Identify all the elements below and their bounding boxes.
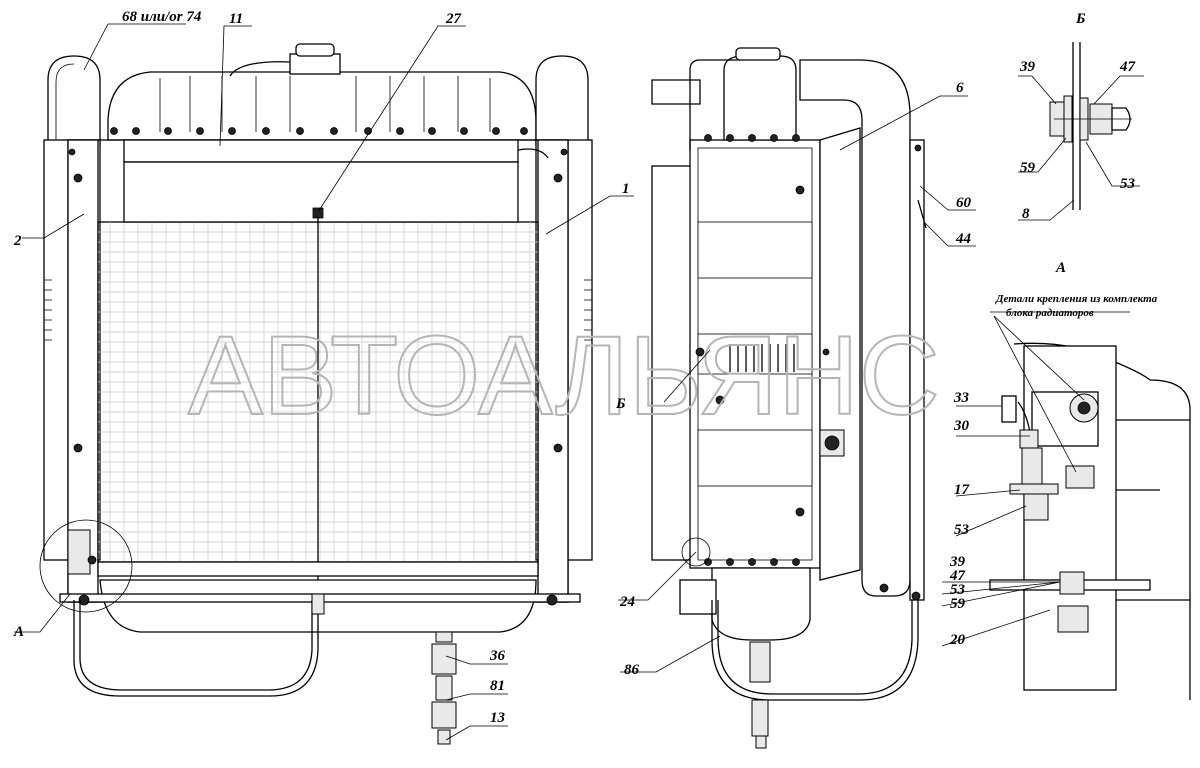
side-vent-line bbox=[689, 59, 740, 150]
leader-lines bbox=[14, 23, 1144, 741]
detail-a bbox=[989, 342, 1191, 700]
side-bottom-tank bbox=[711, 567, 811, 641]
label-53-a: 53 bbox=[954, 522, 970, 538]
side-drain-hose bbox=[711, 600, 919, 701]
label-60: 60 bbox=[956, 195, 972, 211]
label-68-74: 68 или/or 74 bbox=[122, 9, 202, 25]
label-b-title: Б bbox=[1075, 11, 1086, 27]
label-b-callout: Б bbox=[615, 396, 626, 412]
label-59-a: 59 bbox=[950, 596, 966, 612]
tank-band-strips bbox=[697, 221, 813, 487]
label-47-b: 47 bbox=[1119, 59, 1136, 75]
label-2: 2 bbox=[13, 233, 22, 249]
upper-tank-ribs bbox=[159, 76, 491, 132]
clip-27 bbox=[312, 207, 324, 219]
label-30: 30 bbox=[953, 418, 970, 434]
right-pipe bbox=[535, 55, 589, 146]
bottom-crossbar bbox=[97, 561, 539, 577]
detail-a-callout-circle bbox=[39, 519, 133, 613]
label-a-title: A bbox=[1055, 260, 1066, 276]
label-a-callout: A bbox=[13, 624, 24, 640]
label-47-a: 47 bbox=[949, 568, 966, 584]
upper-tank bbox=[107, 71, 537, 141]
side-shroud-edge bbox=[651, 165, 697, 561]
label-39-a: 39 bbox=[949, 554, 966, 570]
label-27: 27 bbox=[445, 11, 462, 27]
elbow-pipe bbox=[799, 59, 911, 597]
label-44: 44 bbox=[955, 231, 972, 247]
label-1: 1 bbox=[622, 181, 630, 197]
label-81: 81 bbox=[490, 678, 505, 694]
drain-tap-assembly bbox=[431, 631, 457, 745]
label-53-c: 53 bbox=[950, 582, 966, 598]
post-bolts bbox=[68, 148, 568, 453]
label-6: 6 bbox=[956, 80, 964, 96]
part-labels: 68 или/or 74 11 27 1 2 A 36 81 13 6 60 4… bbox=[13, 9, 1158, 726]
filler-neck bbox=[289, 53, 341, 75]
upper-bolts-row bbox=[110, 127, 528, 135]
side-top-tank bbox=[723, 55, 797, 141]
label-53-b: 53 bbox=[1120, 176, 1136, 192]
left-pipe bbox=[47, 55, 101, 146]
filler-cap bbox=[295, 43, 335, 57]
side-fins bbox=[729, 344, 795, 372]
note-line-2: блока радиаторов bbox=[1006, 307, 1094, 319]
side-filler-cap bbox=[735, 47, 781, 61]
label-17: 17 bbox=[954, 482, 970, 498]
label-39-b: 39 bbox=[1019, 59, 1036, 75]
label-8: 8 bbox=[1022, 206, 1030, 222]
label-36: 36 bbox=[489, 648, 506, 664]
label-20: 20 bbox=[949, 632, 966, 648]
label-13: 13 bbox=[490, 710, 506, 726]
shroud-top-strip bbox=[123, 139, 519, 163]
side-inlet-pipe bbox=[651, 79, 701, 105]
detail-b bbox=[1049, 42, 1132, 210]
clamp-24 bbox=[681, 537, 711, 567]
label-33: 33 bbox=[953, 390, 970, 406]
note-line-1: Детали крепления из комплекта bbox=[995, 293, 1158, 305]
watermark-text: АВТОАЛЬЯНС bbox=[188, 313, 940, 438]
front-view bbox=[39, 43, 593, 745]
side-ribs bbox=[44, 279, 592, 341]
side-bolts bbox=[695, 134, 830, 566]
detail-a-break-line bbox=[1013, 342, 1191, 700]
side-view bbox=[651, 47, 927, 749]
drain-hose bbox=[73, 600, 319, 697]
label-11: 11 bbox=[229, 11, 243, 27]
label-59-b: 59 bbox=[1020, 160, 1036, 176]
label-24: 24 bbox=[619, 594, 636, 610]
side-outlet-pipe bbox=[679, 579, 717, 615]
label-86: 86 bbox=[624, 662, 640, 678]
vent-pipe-top bbox=[229, 61, 291, 77]
